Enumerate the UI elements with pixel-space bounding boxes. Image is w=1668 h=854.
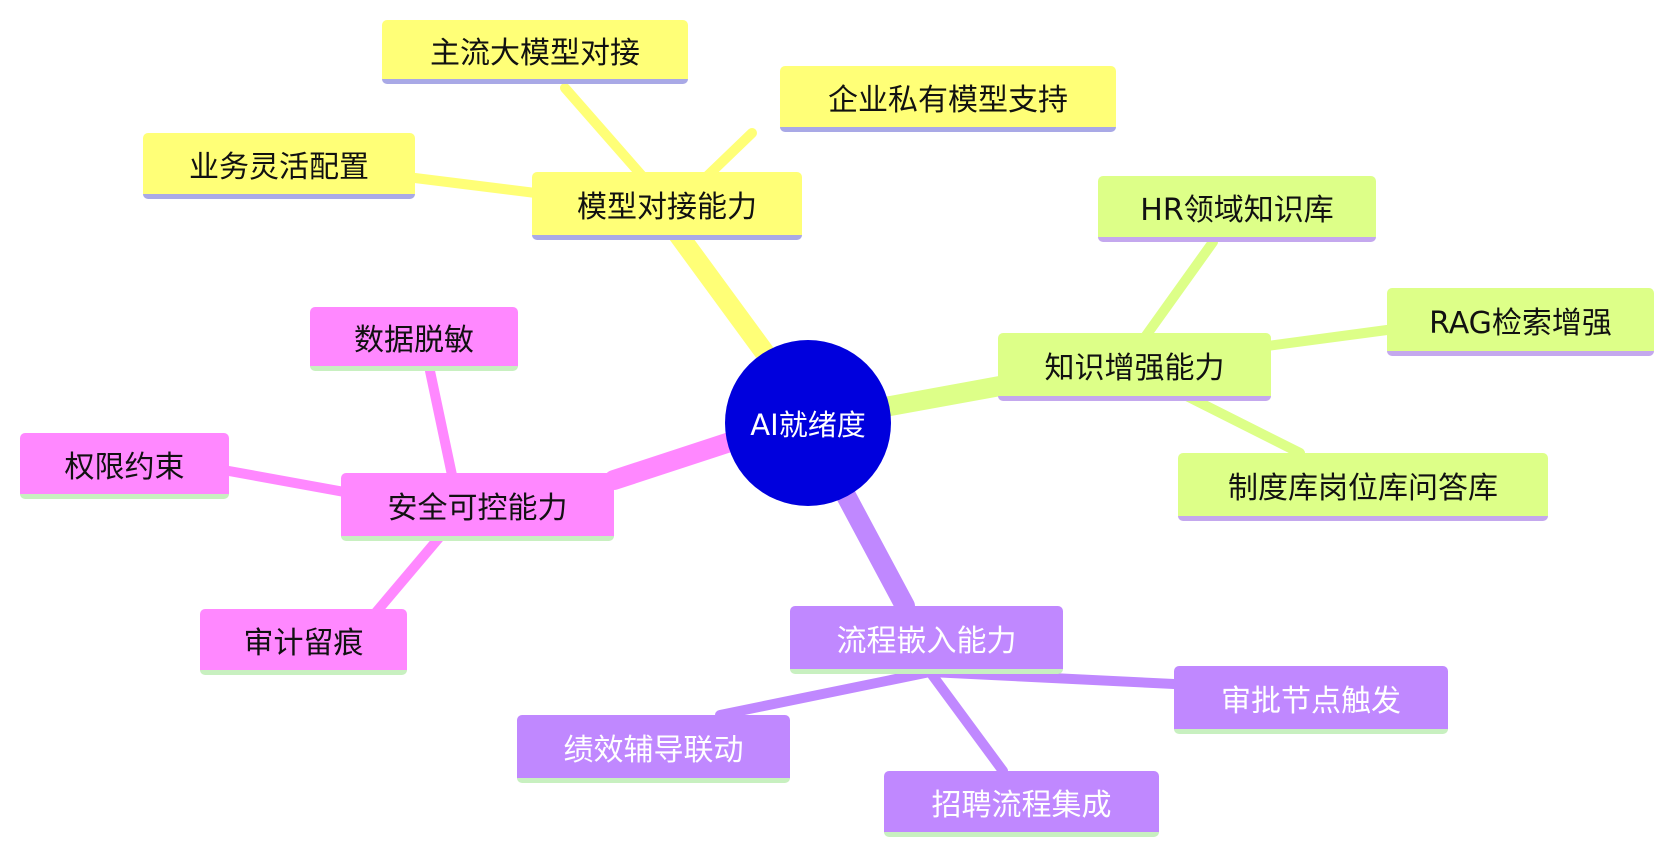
leaf-label: RAG检索增强 [1429, 305, 1612, 341]
leaf-label: 权限约束 [64, 449, 185, 485]
edge-root-to-security [604, 432, 740, 490]
leaf-node-permission-constraint[interactable]: 权限约束 [20, 433, 229, 499]
leaf-label: 主流大模型对接 [430, 35, 640, 71]
leaf-label: 数据脱敏 [354, 322, 474, 358]
leaf-node-audit-trail[interactable]: 审计留痕 [200, 609, 407, 675]
leaf-node-private-model[interactable]: 企业私有模型支持 [780, 66, 1116, 132]
leaf-node-policy-qa-base[interactable]: 制度库岗位库问答库 [1178, 453, 1548, 521]
leaf-label: 招聘流程集成 [931, 787, 1112, 823]
leaf-node-rag-retrieval[interactable]: RAG检索增强 [1387, 288, 1654, 356]
leaf-label: 业务灵活配置 [189, 149, 369, 185]
edge-process-to-child-0 [925, 667, 1179, 689]
root-node-ai-readiness[interactable]: AI就绪度 [725, 340, 891, 506]
leaf-label: 企业私有模型支持 [828, 82, 1068, 118]
leaf-node-mainstream-llm[interactable]: 主流大模型对接 [382, 20, 688, 84]
edge-root-to-process [833, 480, 915, 616]
leaf-label: 绩效辅导联动 [563, 732, 744, 768]
leaf-label: 审计留痕 [243, 625, 364, 661]
leaf-node-data-masking[interactable]: 数据脱敏 [310, 307, 518, 371]
branch-label: 模型对接能力 [577, 189, 757, 225]
branch-node-knowledge-enhancement[interactable]: 知识增强能力 [998, 333, 1271, 401]
leaf-label: HR领域知识库 [1140, 192, 1334, 228]
edge-process-to-child-1 [925, 667, 1008, 776]
branch-node-security-control[interactable]: 安全可控能力 [341, 473, 614, 541]
leaf-node-hr-knowledge-base[interactable]: HR领域知识库 [1098, 176, 1376, 242]
leaf-node-approval-trigger[interactable]: 审批节点触发 [1174, 666, 1448, 734]
branch-label: 流程嵌入能力 [836, 623, 1017, 659]
leaf-node-flexible-config[interactable]: 业务灵活配置 [143, 133, 415, 199]
branch-node-process-embedding[interactable]: 流程嵌入能力 [790, 606, 1063, 674]
leaf-label: 审批节点触发 [1221, 683, 1401, 719]
edge-process-to-child-2 [715, 667, 935, 720]
root-label: AI就绪度 [750, 408, 866, 442]
edge-root-to-knowledge [875, 376, 1010, 417]
edge-root-to-model [662, 216, 775, 363]
leaf-label: 制度库岗位库问答库 [1228, 470, 1498, 506]
leaf-node-performance-coaching[interactable]: 绩效辅导联动 [517, 715, 790, 783]
branch-node-model-integration[interactable]: 模型对接能力 [532, 172, 802, 240]
leaf-node-recruitment-integration[interactable]: 招聘流程集成 [884, 771, 1159, 837]
branch-label: 知识增强能力 [1044, 350, 1225, 386]
branch-label: 安全可控能力 [387, 490, 568, 526]
